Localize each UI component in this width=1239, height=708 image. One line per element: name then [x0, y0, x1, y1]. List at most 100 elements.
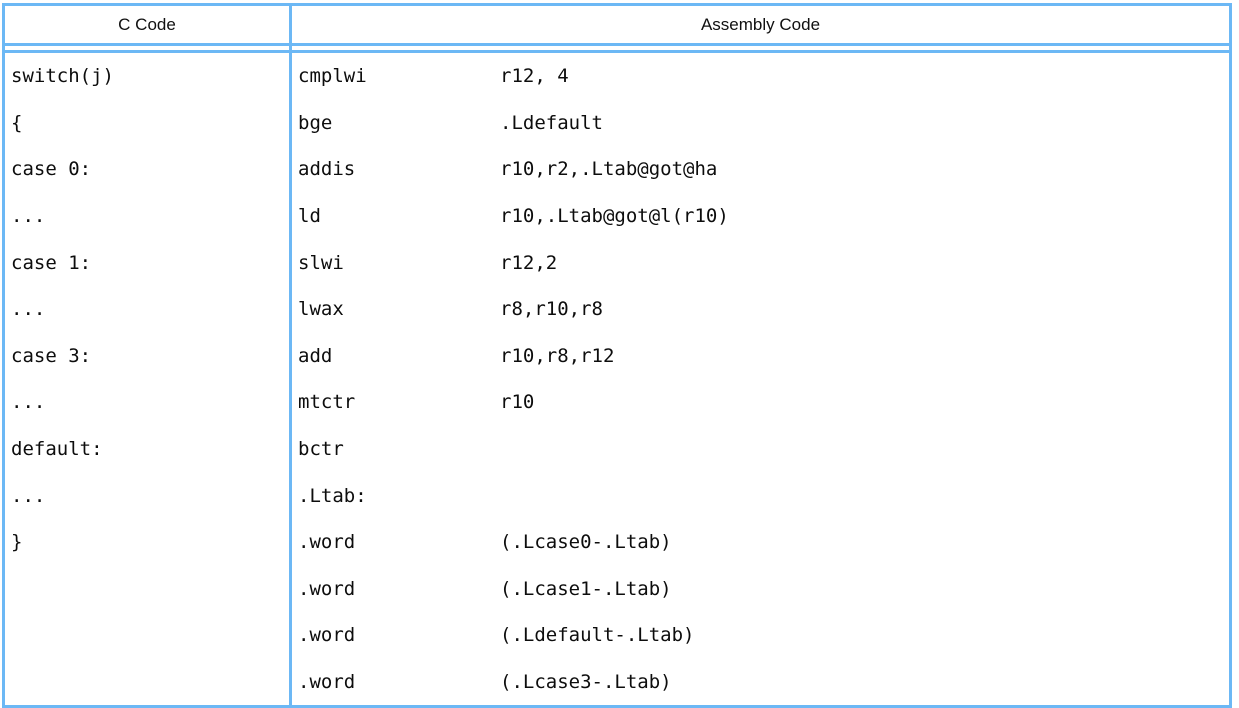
assembly-code-line: .word (.Lcase1-.Ltab) — [292, 578, 1229, 600]
header-double-rule — [3, 44, 1231, 53]
assembly-code-line: addis r10,r2,.Ltab@got@ha — [292, 158, 1229, 180]
assembly-code-line: slwi r12,2 — [292, 252, 1229, 274]
assembly-code-cell: bctr — [290, 425, 1231, 473]
assembly-code-line: lwax r8,r10,r8 — [292, 298, 1229, 320]
assembly-code-cell: bge .Ldefault — [290, 99, 1231, 147]
table-row: .word (.Lcase3-.Ltab) — [3, 658, 1231, 707]
c-code-line: ... — [11, 484, 46, 507]
assembly-code-cell: addis r10,r2,.Ltab@got@ha — [290, 146, 1231, 193]
c-code-line: case 3: — [11, 344, 92, 367]
assembly-operands: (.Lcase3-.Ltab) — [500, 671, 672, 694]
table-row: .word (.Lcase1-.Ltab) — [3, 565, 1231, 613]
assembly-code-line: .word (.Lcase0-.Ltab) — [292, 531, 1229, 553]
c-code-line: ... — [11, 298, 46, 321]
code-comparison-table: C Code Assembly Code switch(j) cmplwi r12… — [2, 3, 1232, 708]
assembly-code-cell: .word (.Lcase0-.Ltab) — [290, 518, 1231, 566]
assembly-opcode: slwi — [298, 251, 344, 274]
assembly-code-line: bctr — [292, 438, 1229, 460]
column-header-assembly-code: Assembly Code — [290, 4, 1231, 46]
assembly-opcode: bge — [298, 111, 333, 134]
assembly-operands: .Ldefault — [500, 111, 603, 134]
assembly-opcode: add — [298, 344, 333, 367]
assembly-opcode: .word — [298, 577, 356, 600]
table-row: ... lwax r8,r10,r8 — [3, 285, 1231, 333]
assembly-code-cell: cmplwi r12, 4 — [290, 51, 1231, 100]
assembly-code-cell: lwax r8,r10,r8 — [290, 285, 1231, 333]
assembly-operands: (.Ldefault-.Ltab) — [500, 624, 695, 647]
c-code-cell: { — [3, 99, 292, 147]
table-row: default: bctr — [3, 425, 1231, 473]
assembly-opcode: bctr — [298, 438, 344, 461]
assembly-code-cell: .word (.Ldefault-.Ltab) — [290, 612, 1231, 659]
c-code-line: ... — [11, 205, 46, 228]
table-row: } .word (.Lcase0-.Ltab) — [3, 518, 1231, 566]
assembly-opcode: lwax — [298, 298, 344, 321]
assembly-operands: (.Lcase0-.Ltab) — [500, 531, 672, 554]
c-code-line: case 1: — [11, 251, 92, 274]
c-code-cell: ... — [3, 472, 292, 519]
c-code-line: switch(j) — [11, 65, 114, 88]
assembly-opcode: mtctr — [298, 391, 356, 414]
c-code-cell: default: — [3, 425, 292, 473]
assembly-operands: r8,r10,r8 — [500, 298, 603, 321]
assembly-opcode: .word — [298, 671, 356, 694]
assembly-code-line: add r10,r8,r12 — [292, 345, 1229, 367]
c-code-cell: case 0: — [3, 146, 292, 193]
assembly-code-line: .word (.Lcase3-.Ltab) — [292, 671, 1229, 693]
assembly-operands: r10,r8,r12 — [500, 344, 615, 367]
c-code-cell: } — [3, 518, 292, 566]
assembly-opcode: .Ltab: — [298, 484, 367, 507]
assembly-code-line: ld r10,.Ltab@got@l(r10) — [292, 205, 1229, 227]
assembly-opcode: ld — [298, 205, 321, 228]
assembly-opcode: .word — [298, 624, 356, 647]
c-code-cell: case 3: — [3, 332, 292, 380]
assembly-code-cell: add r10,r8,r12 — [290, 332, 1231, 380]
assembly-code-cell: .word (.Lcase3-.Ltab) — [290, 658, 1231, 707]
table-header: C Code Assembly Code — [3, 4, 1231, 46]
assembly-code-line: .word (.Ldefault-.Ltab) — [292, 624, 1229, 646]
c-code-cell: ... — [3, 285, 292, 333]
c-code-cell: ... — [3, 192, 292, 240]
c-code-cell — [3, 658, 292, 707]
header-row: C Code Assembly Code — [3, 4, 1231, 46]
c-code-line: case 0: — [11, 158, 92, 181]
c-code-line: default: — [11, 438, 103, 461]
assembly-code-line: .Ltab: — [292, 485, 1229, 507]
c-code-line: { — [11, 111, 23, 134]
assembly-opcode: addis — [298, 158, 356, 181]
table-row: switch(j) cmplwi r12, 4 — [3, 51, 1231, 100]
table-row: { bge .Ldefault — [3, 99, 1231, 147]
c-code-line: } — [11, 531, 23, 554]
assembly-code-cell: .Ltab: — [290, 472, 1231, 519]
c-code-line: ... — [11, 391, 46, 414]
code-comparison-table-container: C Code Assembly Code switch(j) cmplwi r12… — [2, 3, 1232, 708]
table-row: case 1: slwi r12,2 — [3, 239, 1231, 286]
assembly-operands: r10,.Ltab@got@l(r10) — [500, 205, 729, 228]
assembly-opcode: .word — [298, 531, 356, 554]
column-header-c-code: C Code — [3, 4, 292, 46]
table-body: switch(j) cmplwi r12, 4 { bge .Ldefault — [3, 44, 1231, 707]
c-code-cell — [3, 565, 292, 613]
c-code-cell — [3, 612, 292, 659]
assembly-operands: (.Lcase1-.Ltab) — [500, 577, 672, 600]
header-rule-cell-right — [290, 44, 1231, 53]
assembly-code-line: bge .Ldefault — [292, 112, 1229, 134]
c-code-cell: ... — [3, 379, 292, 426]
table-row: ... .Ltab: — [3, 472, 1231, 519]
assembly-code-cell: .word (.Lcase1-.Ltab) — [290, 565, 1231, 613]
c-code-cell: switch(j) — [3, 51, 292, 100]
assembly-opcode: cmplwi — [298, 65, 367, 88]
table-row: case 3: add r10,r8,r12 — [3, 332, 1231, 380]
c-code-cell: case 1: — [3, 239, 292, 286]
header-rule-cell-left — [3, 44, 292, 53]
assembly-operands: r12,2 — [500, 251, 558, 274]
assembly-operands: r10,r2,.Ltab@got@ha — [500, 158, 718, 181]
table-row: .word (.Ldefault-.Ltab) — [3, 612, 1231, 659]
assembly-operands: r12, 4 — [500, 65, 569, 88]
assembly-code-cell: slwi r12,2 — [290, 239, 1231, 286]
table-row: ... ld r10,.Ltab@got@l(r10) — [3, 192, 1231, 240]
assembly-code-cell: ld r10,.Ltab@got@l(r10) — [290, 192, 1231, 240]
